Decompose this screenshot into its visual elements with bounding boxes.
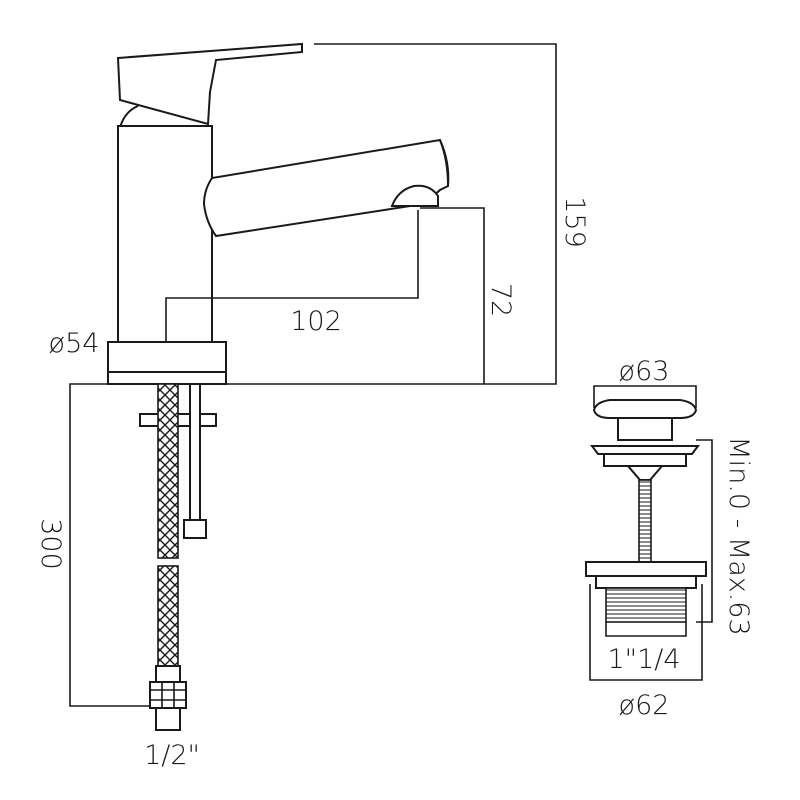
hose-length-dimension-line bbox=[69, 383, 150, 707]
braided-hose-lower bbox=[157, 565, 179, 667]
top-diameter-label: ø63 bbox=[619, 356, 670, 387]
base-plate bbox=[107, 371, 227, 385]
rod-nut bbox=[183, 519, 207, 539]
range-dimension-line bbox=[696, 439, 713, 623]
connector-nut bbox=[149, 681, 187, 709]
hose-ferrule bbox=[155, 665, 181, 683]
base-diameter-label: ø54 bbox=[49, 328, 100, 359]
height-dimension-line bbox=[226, 43, 557, 385]
fixing-rod bbox=[189, 383, 201, 521]
spout-height-label: 72 bbox=[485, 283, 516, 317]
waste-cap-stem bbox=[617, 417, 673, 441]
basin-mixer bbox=[107, 42, 450, 731]
thread-dimension-line bbox=[605, 622, 687, 637]
spout-reach-label: 102 bbox=[290, 306, 342, 337]
base-flange bbox=[107, 341, 227, 373]
hose-length-label: 300 bbox=[35, 518, 66, 570]
waste-threaded-rod bbox=[638, 479, 652, 563]
waste-body-top bbox=[585, 561, 707, 577]
range-label: Min.0 - Max.63 bbox=[723, 436, 754, 635]
lever-handle bbox=[116, 42, 303, 126]
waste-dome-cap bbox=[592, 399, 698, 419]
tap-dimensions bbox=[69, 43, 557, 707]
tap-body bbox=[117, 125, 213, 343]
thread-label: 1"1/4 bbox=[607, 644, 680, 675]
bottom-diameter-label: ø62 bbox=[619, 690, 670, 721]
height-label: 159 bbox=[559, 196, 590, 248]
waste-body-collar bbox=[595, 575, 697, 589]
handle-cap bbox=[119, 105, 139, 129]
waste-thread-section bbox=[605, 587, 687, 623]
waste-flange-ring bbox=[603, 453, 687, 467]
waste-flange bbox=[590, 445, 700, 455]
waste-cone bbox=[625, 465, 665, 481]
braided-hose-upper bbox=[157, 383, 179, 559]
spout-reach-dimension-line bbox=[165, 210, 419, 342]
aerator bbox=[390, 184, 439, 207]
bottom-diameter-dimension-line bbox=[589, 584, 703, 681]
spout-height-dimension-line bbox=[420, 207, 485, 384]
top-diameter-dimension-line bbox=[593, 385, 697, 408]
connector-tail bbox=[155, 707, 181, 731]
clicker-waste bbox=[585, 385, 713, 681]
spout-tip bbox=[439, 139, 450, 187]
connector-label: 1/2" bbox=[144, 740, 200, 771]
